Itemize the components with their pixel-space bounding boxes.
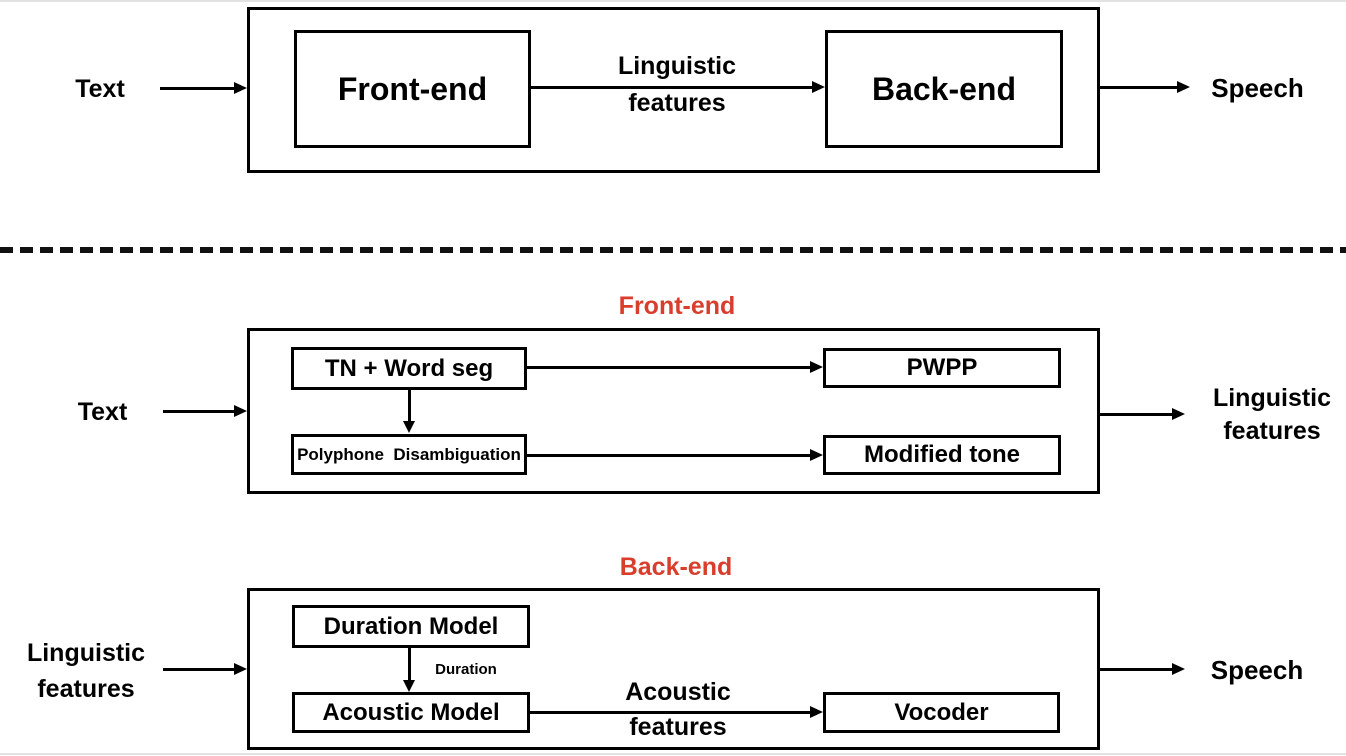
arrow-overview-to-speech-head-icon	[1177, 81, 1190, 93]
arrow-linguistic-to-backend-head-icon	[234, 663, 247, 675]
polyphone-disambiguation-label: Polyphone Disambiguation	[297, 444, 521, 464]
overview-frontend-box: Front-end	[294, 30, 531, 148]
tn-word-seg-box: TN + Word seg	[291, 347, 527, 390]
arrow-overview-to-speech-line	[1100, 86, 1177, 89]
arrow-tn-to-polyphone-head-icon	[403, 421, 415, 433]
duration-model-box: Duration Model	[292, 605, 530, 648]
arrow-tn-to-pwpp-line	[527, 366, 810, 369]
overview-mid-label-line2: features	[628, 89, 726, 117]
frontend-output-line2: features	[1223, 417, 1321, 445]
arrow-duration-to-acoustic-head-icon	[403, 680, 415, 692]
modified-tone-label: Modified tone	[864, 441, 1020, 468]
dashed-divider	[0, 247, 1346, 253]
frontend-output-line1: Linguistic	[1212, 384, 1332, 412]
arrow-tn-to-polyphone-line	[408, 390, 411, 422]
window-top-border	[0, 0, 1346, 2]
acoustic-features-line2: features	[629, 713, 727, 741]
arrow-frontend-to-backend-line	[531, 86, 812, 89]
arrow-text-to-frontend-line	[163, 410, 234, 413]
overview-frontend-label: Front-end	[337, 70, 488, 107]
polyphone-disambiguation-box: Polyphone Disambiguation	[291, 434, 527, 475]
arrow-text-to-overview-line	[160, 87, 234, 90]
arrow-tn-to-pwpp-head-icon	[810, 361, 823, 373]
window-bottom-border	[0, 753, 1346, 755]
backend-detail-title: Back-end	[619, 553, 733, 581]
duration-model-label: Duration Model	[323, 612, 499, 640]
arrow-linguistic-to-backend-line	[163, 668, 234, 671]
backend-output-label: Speech	[1210, 655, 1304, 685]
overview-input-label: Text	[75, 75, 125, 103]
frontend-input-label: Text	[77, 398, 128, 426]
vocoder-box: Vocoder	[823, 692, 1060, 733]
acoustic-features-line1: Acoustic	[625, 678, 731, 706]
arrow-text-to-frontend-head-icon	[234, 405, 247, 417]
arrow-backend-to-speech-head-icon	[1172, 663, 1185, 675]
arrow-duration-to-acoustic-line	[408, 648, 411, 681]
arrow-frontend-to-linguistic-line	[1100, 413, 1172, 416]
overview-output-label: Speech	[1211, 73, 1304, 103]
arrow-frontend-to-backend-head-icon	[812, 81, 825, 93]
frontend-detail-title: Front-end	[618, 292, 736, 320]
acoustic-model-label: Acoustic Model	[322, 698, 500, 726]
pwpp-label: PWPP	[906, 354, 978, 381]
pwpp-box: PWPP	[823, 348, 1061, 388]
backend-input-line2: features	[37, 675, 135, 703]
arrow-polyphone-to-modified-line	[527, 454, 810, 457]
backend-input-line1: Linguistic	[26, 639, 146, 667]
arrow-backend-to-speech-line	[1100, 668, 1172, 671]
arrow-acoustic-to-vocoder-head-icon	[810, 706, 823, 718]
overview-backend-box: Back-end	[825, 30, 1063, 148]
acoustic-model-box: Acoustic Model	[292, 692, 530, 733]
arrow-polyphone-to-modified-head-icon	[810, 449, 823, 461]
tn-word-seg-label: TN + Word seg	[324, 354, 494, 382]
arrow-text-to-overview-head-icon	[234, 82, 247, 94]
arrow-frontend-to-linguistic-head-icon	[1172, 408, 1185, 420]
overview-backend-label: Back-end	[871, 70, 1017, 107]
overview-mid-label-line1: Linguistic	[617, 52, 737, 80]
arrow-acoustic-to-vocoder-line	[530, 711, 810, 714]
duration-arrow-label: Duration	[435, 661, 497, 678]
modified-tone-box: Modified tone	[823, 435, 1061, 475]
vocoder-label: Vocoder	[894, 698, 989, 726]
